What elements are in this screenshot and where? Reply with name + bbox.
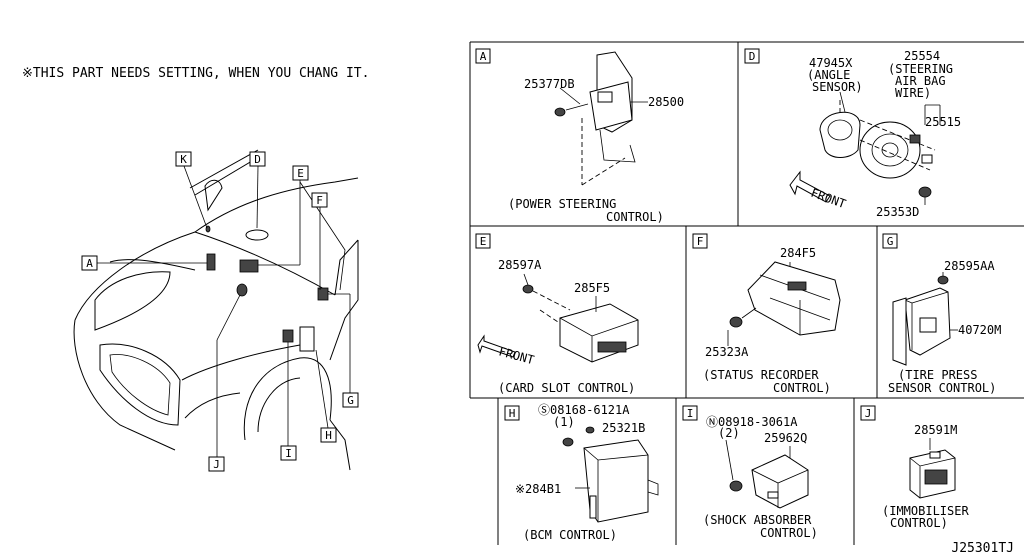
callout-E: E [292, 165, 309, 181]
svg-text:F: F [697, 235, 704, 248]
car-outline [73, 149, 359, 471]
svg-text:(2): (2) [718, 426, 740, 440]
panel-G: G 28595AA 40720M (TIRE PRESS SENSOR CONT… [882, 233, 1001, 395]
svg-text:E: E [480, 235, 487, 248]
panel-A: A 25377DB 28500 (POWER STEERING CONTROL) [475, 48, 684, 224]
part-25377DB: 25377DB [524, 77, 575, 91]
callout-H: H [320, 427, 337, 443]
part-25515: 25515 [925, 115, 961, 129]
panel-F: F 284F5 25323A (STATUS RECORDER CONTROL) [692, 233, 841, 395]
part-28500: 28500 [648, 95, 684, 109]
svg-text:SENSOR): SENSOR) [812, 80, 863, 94]
svg-text:J: J [865, 407, 872, 420]
panel-D: D 47945X (ANGLE SENSOR) 25554 (STEERING … [744, 48, 961, 219]
svg-text:SENSOR CONTROL): SENSOR CONTROL) [888, 381, 996, 395]
callout-J: J [208, 456, 225, 472]
svg-text:(1): (1) [553, 415, 575, 429]
svg-text:K: K [180, 153, 187, 166]
part-25323A: 25323A [705, 345, 749, 359]
part-08918-3061A: Ⓝ08918-3061A [706, 415, 798, 429]
svg-text:I: I [285, 447, 292, 460]
svg-text:WIRE): WIRE) [895, 86, 931, 100]
front-label-E: FRONT [497, 344, 536, 367]
callout-G: G [342, 392, 359, 408]
svg-text:H: H [509, 407, 516, 420]
svg-text:(STEERING: (STEERING [888, 62, 953, 76]
caption-status-recorder: (STATUS RECORDER [703, 368, 819, 382]
part-28597A: 28597A [498, 258, 542, 272]
caption-immobiliser: (IMMOBILISER [882, 504, 969, 518]
part-25353D: 25353D [876, 205, 919, 219]
caption-bcm: (BCM CONTROL) [523, 528, 617, 542]
callout-A: A [81, 255, 98, 271]
panel-E: E 28597A 285F5 FRONT (CARD SLOT CONTROL) [475, 233, 639, 395]
part-25554: 25554 [904, 49, 940, 63]
callout-F: F [311, 192, 328, 208]
svg-text:CONTROL): CONTROL) [606, 210, 664, 224]
svg-text:CONTROL): CONTROL) [773, 381, 831, 395]
panel-J: J 28591M (IMMOBILISER CONTROL) [860, 405, 969, 530]
part-28591M: 28591M [914, 423, 957, 437]
panel-H: H Ⓢ08168-6121A (1) 25321B ※284B1 (BCM CO… [504, 403, 659, 542]
svg-text:(ANGLE: (ANGLE [807, 68, 850, 82]
part-40720M: 40720M [958, 323, 1001, 337]
caption-tire-press: (TIRE PRESS [898, 368, 977, 382]
part-08168-6121A: Ⓢ08168-6121A [538, 403, 630, 417]
diagram-id: J25301TJ [951, 541, 1014, 556]
part-284B1: ※284B1 [515, 482, 561, 496]
panel-grid [469, 41, 1024, 545]
callout-I: I [280, 445, 297, 461]
part-285F5: 285F5 [574, 281, 610, 295]
callout-leaders [97, 165, 351, 457]
svg-text:J: J [213, 458, 220, 471]
svg-text:A: A [86, 257, 93, 270]
svg-text:E: E [297, 167, 304, 180]
svg-text:CONTROL): CONTROL) [890, 516, 948, 530]
svg-text:H: H [325, 429, 332, 442]
front-label-D: FRONT [809, 186, 848, 212]
setting-note: ※THIS PART NEEDS SETTING, WHEN YOU CHANG… [22, 66, 369, 81]
svg-text:D: D [749, 50, 756, 63]
part-25321B: 25321B [602, 421, 645, 435]
callout-K: K [175, 151, 192, 167]
svg-text:G: G [347, 394, 354, 407]
svg-text:I: I [687, 407, 694, 420]
panel-I: I Ⓝ08918-3061A (2) 25962Q (SHOCK ABSORBE… [682, 405, 818, 540]
part-28595AA: 28595AA [944, 259, 995, 273]
caption-shock-absorber: (SHOCK ABSORBER [703, 513, 812, 527]
caption-card-slot: (CARD SLOT CONTROL) [498, 381, 635, 395]
part-284F5: 284F5 [780, 246, 816, 260]
svg-text:G: G [887, 235, 894, 248]
svg-text:A: A [480, 50, 487, 63]
svg-text:F: F [316, 194, 323, 207]
svg-text:AIR BAG: AIR BAG [895, 74, 946, 88]
svg-text:CONTROL): CONTROL) [760, 526, 818, 540]
callout-D: D [249, 151, 266, 167]
part-47945X: 47945X [809, 56, 853, 70]
svg-text:D: D [254, 153, 261, 166]
part-25962Q: 25962Q [764, 431, 807, 445]
caption-power-steering: (POWER STEERING [508, 197, 616, 211]
